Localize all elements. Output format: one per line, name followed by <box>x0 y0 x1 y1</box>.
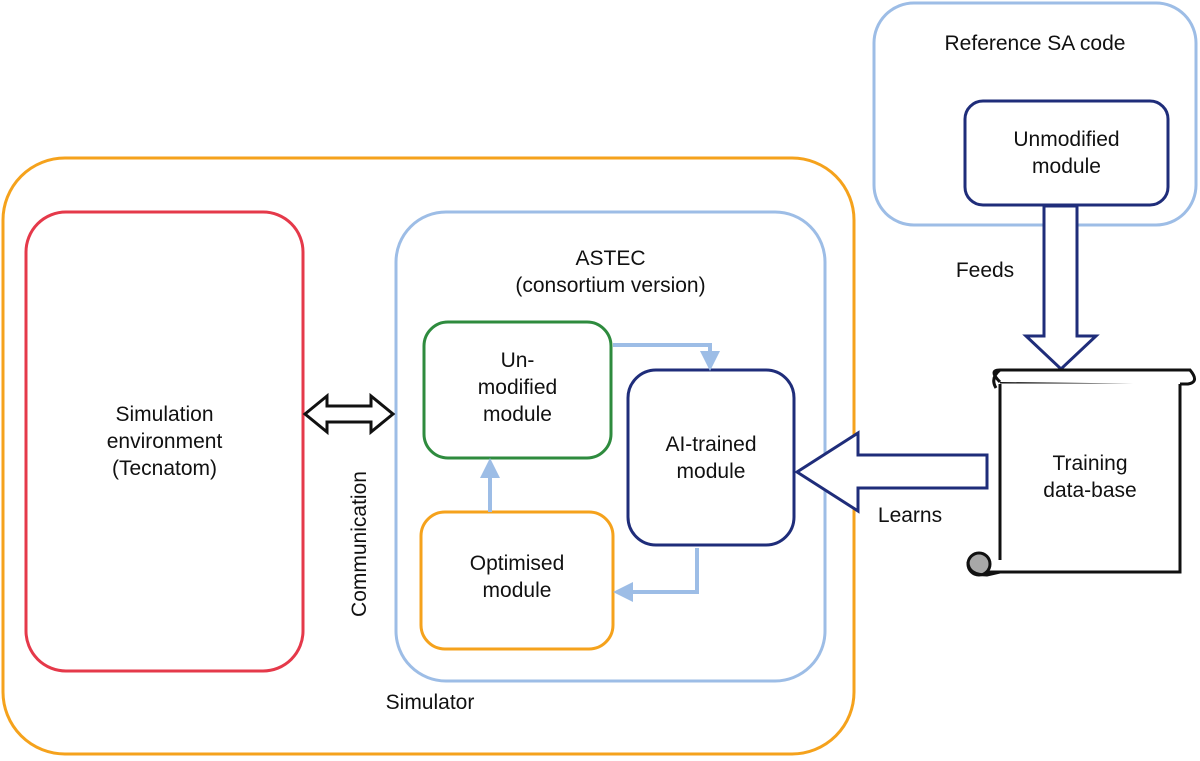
simulator-label: Simulator <box>385 691 475 714</box>
learns-label: Learns <box>877 504 943 527</box>
learns-block-arrow <box>794 430 989 514</box>
optimised-module-label: Optimised module <box>469 552 565 602</box>
training-database-label: Training data-base <box>1043 452 1137 502</box>
communication-double-arrow <box>302 392 396 436</box>
feeds-label: Feeds <box>955 259 1015 282</box>
unmodified-module-label: Un- modified module <box>477 349 558 426</box>
arrow-unmodified-to-ai <box>613 343 720 371</box>
reference-sa-code-title: Reference SA code <box>944 32 1126 55</box>
unmodified-module-box <box>422 320 613 460</box>
communication-label: Communication <box>348 471 371 617</box>
reference-unmodified-module-label: Unmodified module <box>1013 128 1120 178</box>
arrow-ai-to-optimised <box>613 548 699 602</box>
optimised-module-box <box>419 510 615 651</box>
simulation-environment-label: Simulation environment (Tecnatom) <box>106 403 223 480</box>
reference-sa-code-box <box>872 1 1198 227</box>
simulation-environment-box <box>24 210 305 673</box>
astec-title: ASTEC (consortium version) <box>515 247 706 297</box>
training-database-scroll-icon <box>966 368 1196 577</box>
feeds-block-arrow <box>1022 204 1100 372</box>
ai-trained-module-label: AI-trained module <box>665 433 757 483</box>
astec-box <box>394 210 827 683</box>
